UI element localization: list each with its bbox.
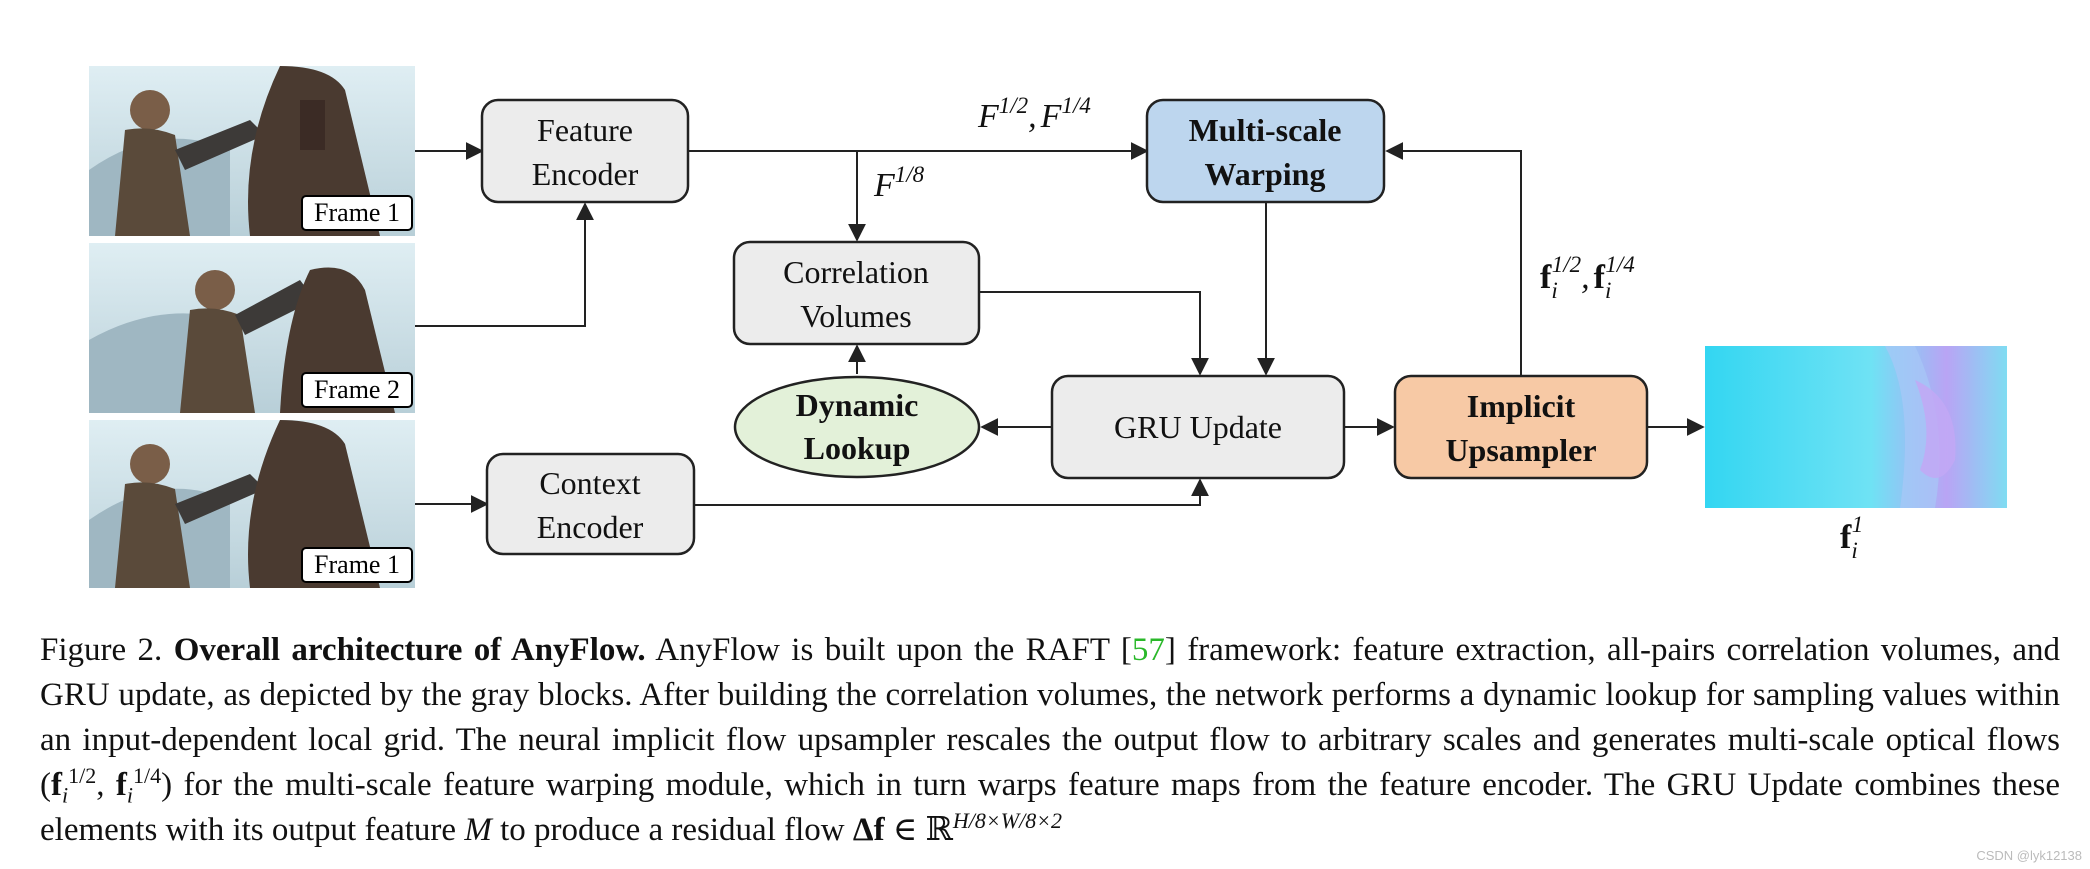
- edge-upsampler-to-warping: [1385, 142, 1522, 376]
- caption-text-3: ) for the multi-scale feature warping mo…: [40, 767, 2061, 848]
- architecture-diagram: Frame 1 Frame 2 Frame 1: [89, 66, 2007, 588]
- caption-math-M: M: [464, 812, 492, 848]
- caption-math-delta-f: Δf: [852, 812, 885, 848]
- svg-text:F1/2,F1/4: F1/2,F1/4: [977, 93, 1091, 135]
- caption-text-2: ] framework: feature extraction, all-pai…: [40, 632, 2060, 803]
- caption-math-in-R: ∈ ℝ: [884, 812, 953, 848]
- edge-correlation-to-gru: [980, 291, 1209, 376]
- caption-figure-label: Figure 2.: [40, 632, 163, 668]
- node-correlation-volumes: Correlation Volumes: [732, 240, 981, 346]
- caption-math-exp2: 1/4: [133, 763, 162, 788]
- frame-label-2: Frame 2: [314, 375, 400, 404]
- multiscale-warping-label-2: Warping: [1205, 156, 1326, 192]
- figure-caption: Figure 2. Overall architecture of AnyFlo…: [40, 628, 2060, 853]
- svg-text:fi1: fi1: [1840, 512, 1863, 563]
- edge-frame2-to-feature-encoder: [415, 202, 594, 327]
- caption-math-f2: f: [115, 767, 127, 803]
- node-context-encoder: Context Encoder: [485, 452, 696, 556]
- dynamic-lookup-label-1: Dynamic: [796, 387, 919, 423]
- caption-text-4: to produce a residual flow: [491, 812, 853, 848]
- frame-image-2: Frame 2: [89, 243, 415, 413]
- svg-text:fi1/2,fi1/4: fi1/2,fi1/4: [1540, 252, 1635, 303]
- node-gru-update: GRU Update: [1050, 374, 1346, 480]
- implicit-upsampler-label-1: Implicit: [1467, 388, 1576, 424]
- context-encoder-label-2: Encoder: [537, 509, 644, 545]
- node-multiscale-warping: Multi-scale Warping: [1145, 98, 1386, 204]
- node-implicit-upsampler: Implicit Upsampler: [1393, 374, 1649, 480]
- citation-link[interactable]: 57: [1131, 632, 1165, 668]
- context-encoder-label-1: Context: [539, 465, 640, 501]
- watermark: CSDN @lyk12138: [1976, 848, 2082, 863]
- frame-label-1: Frame 1: [314, 198, 400, 227]
- label-f-half-quarter: F1/2,F1/4: [977, 93, 1091, 135]
- label-f-eighth: F1/8: [873, 162, 925, 204]
- label-flow-multiscale: fi1/2,fi1/4: [1540, 252, 1635, 303]
- svg-text:F1/8: F1/8: [873, 162, 925, 204]
- caption-math-comma: ,: [96, 767, 116, 803]
- node-feature-encoder: Feature Encoder: [480, 98, 690, 204]
- implicit-upsampler-label-2: Upsampler: [1445, 432, 1596, 468]
- caption-math-R-exp: H/8×W/8×2: [952, 808, 1063, 833]
- feature-encoder-label-2: Encoder: [532, 156, 639, 192]
- caption-math-exp1: 1/2: [68, 763, 97, 788]
- diagram-edges: [415, 142, 1705, 513]
- edge-context-to-gru: [694, 478, 1209, 506]
- frame-image-3: Frame 1: [89, 420, 415, 588]
- gru-update-label: GRU Update: [1114, 409, 1282, 445]
- feature-encoder-label-1: Feature: [537, 112, 633, 148]
- label-flow-output: fi1: [1840, 512, 1863, 563]
- caption-title: Overall architecture of AnyFlow.: [173, 632, 646, 668]
- dynamic-lookup-label-2: Lookup: [804, 430, 911, 466]
- output-flow-image: [1705, 346, 2007, 508]
- frame-image-1: Frame 1: [89, 66, 415, 236]
- node-dynamic-lookup: Dynamic Lookup: [733, 375, 981, 479]
- multiscale-warping-label-1: Multi-scale: [1189, 112, 1342, 148]
- caption-text-1: AnyFlow is built upon the RAFT [: [655, 632, 1132, 668]
- correlation-volumes-label-1: Correlation: [783, 254, 929, 290]
- frame-label-3: Frame 1: [314, 550, 400, 579]
- caption-math-sub1: i: [62, 782, 69, 808]
- caption-math-sub2: i: [126, 782, 134, 808]
- caption-math-f1: f: [51, 767, 62, 803]
- correlation-volumes-label-2: Volumes: [800, 298, 911, 334]
